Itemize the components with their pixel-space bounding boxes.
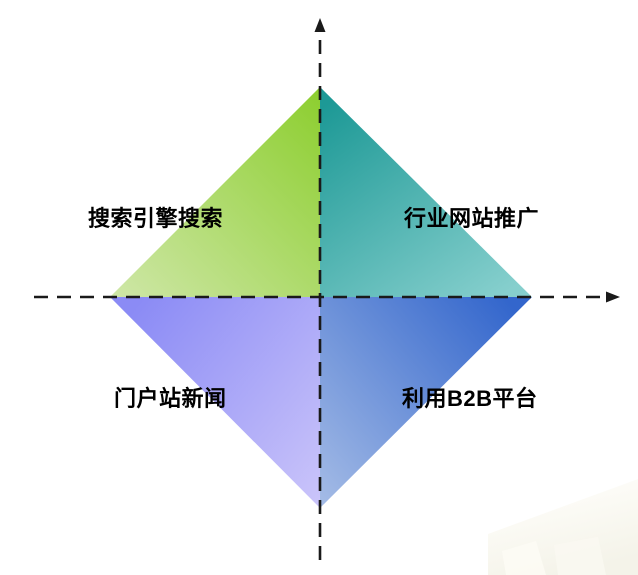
quadrant-shape-top-left	[110, 87, 320, 297]
quadrant-shape-bottom-left	[110, 297, 320, 508]
quadrant-shape-top-right	[320, 87, 532, 297]
quadrant-label-bottom-left: 门户站新闻	[114, 386, 227, 411]
quadrant-label-top-left: 搜索引擎搜索	[88, 206, 224, 231]
arrow-up-icon	[314, 18, 326, 32]
quadrant-shape-bottom-right	[320, 297, 532, 508]
quadrant-label-bottom-right: 利用B2B平台	[402, 386, 538, 411]
arrow-right-icon	[606, 291, 620, 303]
quadrant-label-top-right: 行业网站推广	[404, 206, 540, 231]
